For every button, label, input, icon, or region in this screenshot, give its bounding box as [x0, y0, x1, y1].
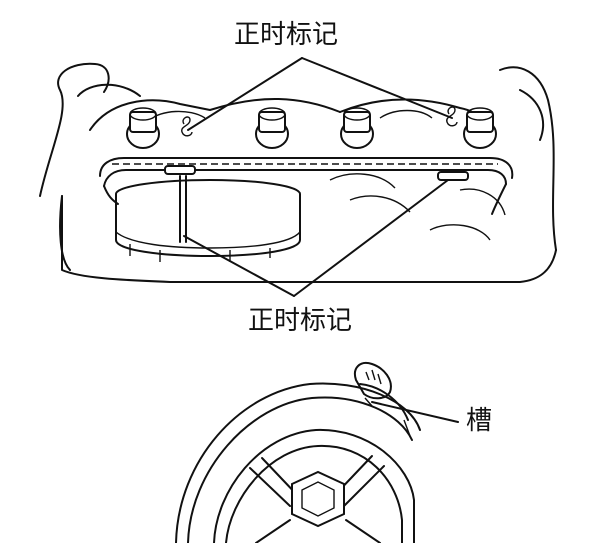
camshaft-bolt-3	[340, 107, 374, 149]
groove-label: 槽	[466, 406, 493, 436]
camshaft-bolt-4	[463, 107, 497, 149]
camshaft-bolt-1	[126, 107, 160, 149]
timing-mark-label-middle: 正时标记	[248, 306, 353, 336]
groove-leader-line	[371, 401, 459, 423]
camshaft-bolt-2	[255, 107, 289, 149]
timing-mark-pointer	[179, 175, 187, 243]
crank-sprocket	[115, 165, 469, 262]
crank-pulley	[175, 382, 421, 543]
engine-head-outline	[39, 62, 557, 283]
cam-timing-mark-left	[181, 116, 193, 137]
cam-timing-mark-right	[446, 106, 458, 127]
leader-lines-middle	[183, 179, 449, 297]
leader-lines-top	[187, 57, 453, 131]
timing-chain	[99, 157, 514, 215]
timing-mark-label-top: 正时标记	[234, 20, 339, 50]
timing-cover-tab	[354, 362, 411, 437]
